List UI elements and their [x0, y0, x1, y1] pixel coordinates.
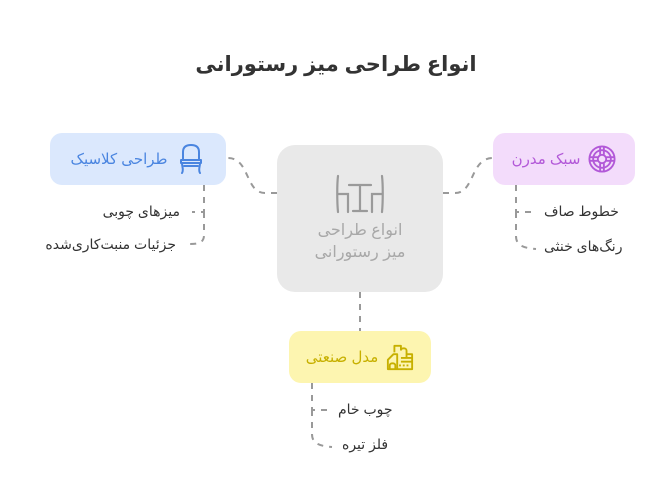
leaf-modern-neutral-colors: رنگ‌های خنثی — [544, 238, 623, 254]
connector-center-modern — [443, 157, 494, 194]
connector-industrial-child-1 — [311, 383, 328, 411]
diagram-title: انواع طراحی میز رستورانی — [195, 53, 477, 76]
center-node[interactable]: انواع طراحی میز رستورانی — [277, 145, 443, 292]
connector-modern-child-2 — [515, 212, 537, 250]
connector-classic-child-2 — [189, 212, 205, 245]
center-label-line-1: انواع طراحی — [317, 221, 403, 239]
leaf-classic-wooden-tables: میزهای چوبی — [102, 203, 180, 219]
branch-node-modern[interactable]: سبک مدرن — [493, 133, 635, 185]
factory-icon — [386, 343, 414, 371]
modern-circle-emblem-icon — [588, 145, 616, 173]
branch-node-classic[interactable]: طراحی کلاسیک — [50, 133, 226, 185]
connector-center-classic — [227, 157, 277, 194]
leaf-industrial-dark-metal: فلز تیره — [342, 436, 389, 452]
center-label-line-2: میز رستورانی — [314, 243, 406, 261]
branch-label-classic: طراحی کلاسیک — [70, 151, 168, 168]
center-node-label: انواع طراحی میز رستورانی — [315, 220, 406, 264]
connector-modern-child-1 — [515, 185, 532, 213]
branch-label-industrial: مدل صنعتی — [305, 349, 379, 366]
branch-label-modern: سبک مدرن — [511, 151, 581, 168]
connector-industrial-child-2 — [311, 410, 333, 448]
dining-table-icon — [334, 174, 386, 214]
connector-classic-child-1 — [192, 185, 205, 213]
chair-icon — [177, 144, 205, 174]
leaf-modern-straight-lines: خطوط صاف — [544, 203, 619, 219]
branch-node-industrial[interactable]: مدل صنعتی — [289, 331, 431, 383]
leaf-industrial-raw-wood: چوب خام — [338, 401, 393, 417]
leaf-classic-carved-details: جزئیات منبت‌کاری‌شده — [45, 236, 176, 252]
